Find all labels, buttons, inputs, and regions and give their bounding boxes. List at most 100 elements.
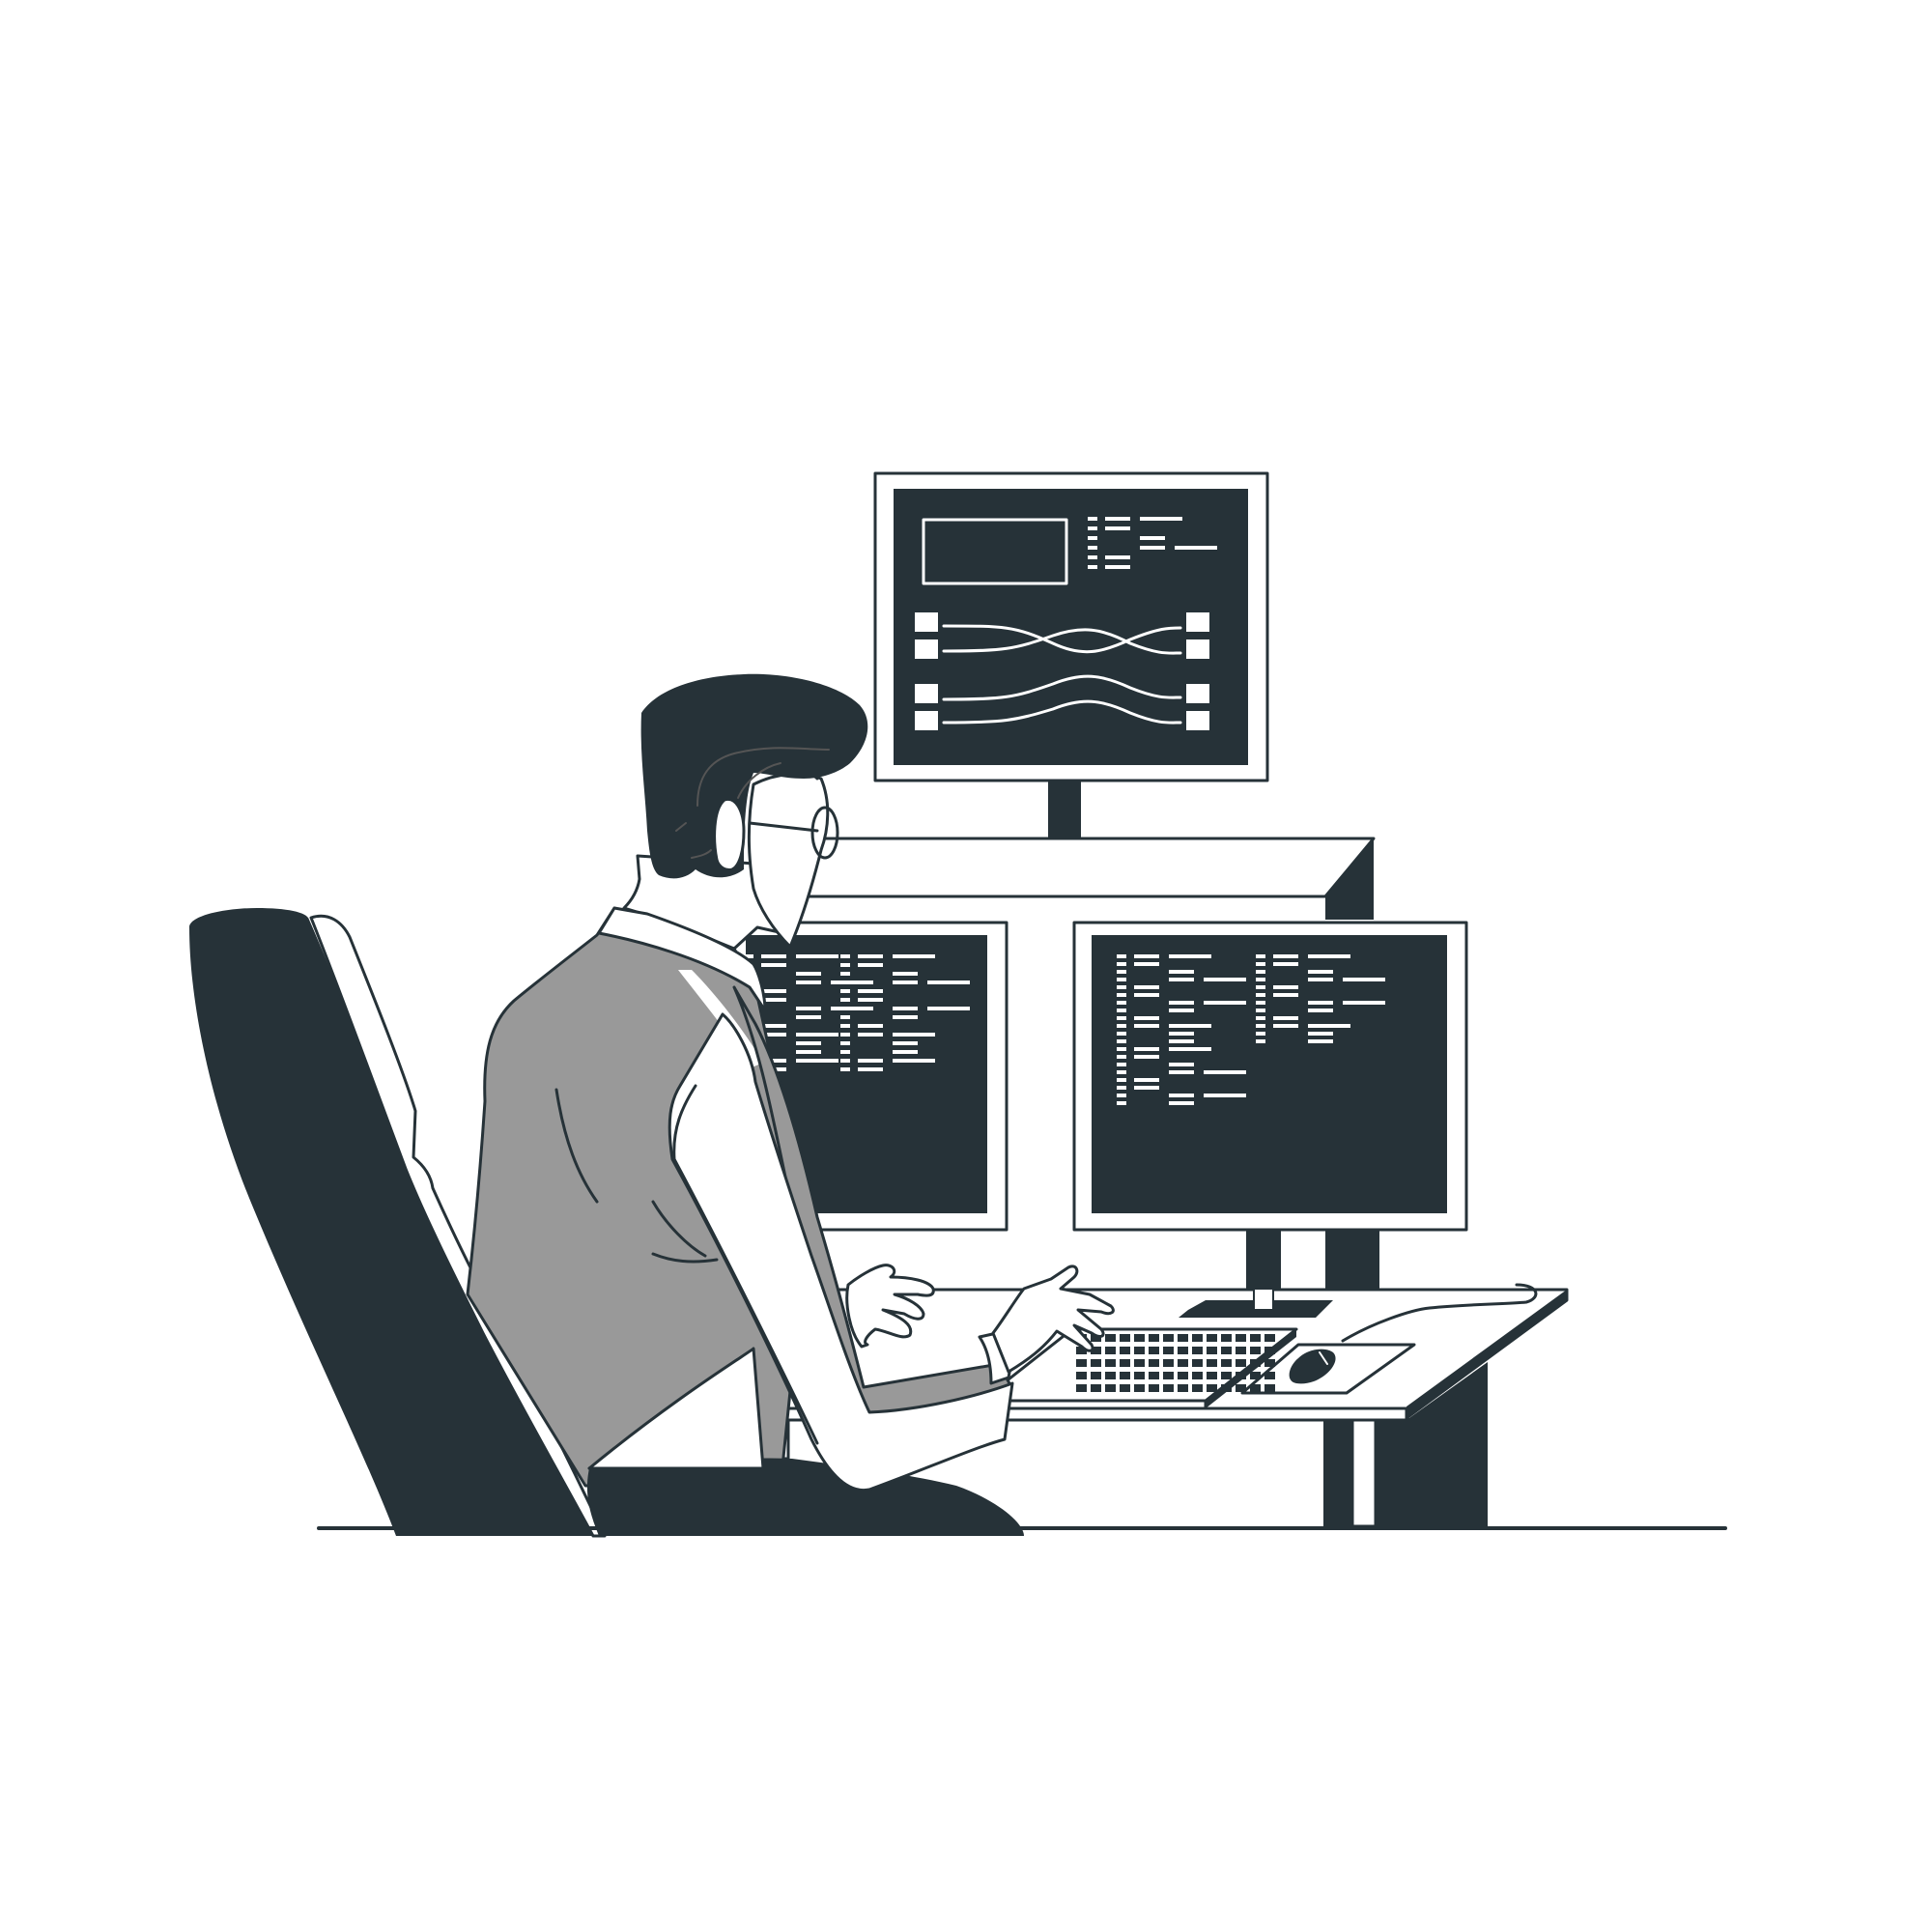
keyboard-key <box>1134 1334 1145 1342</box>
code-line-segment <box>1117 1047 1126 1051</box>
code-line-segment <box>1256 962 1265 966</box>
code-line-segment <box>796 954 838 958</box>
keyboard-key <box>1149 1359 1159 1367</box>
keyboard-key <box>1250 1372 1261 1379</box>
code-line-segment <box>1169 1101 1194 1105</box>
code-line-segment <box>761 1059 786 1063</box>
pants <box>586 1458 1024 1536</box>
flow-diagram <box>915 612 1209 730</box>
code-line-segment <box>1169 1047 1211 1051</box>
keyboard-key <box>1264 1372 1275 1379</box>
code-line-segment <box>1175 546 1217 550</box>
keyboard-key <box>1163 1372 1174 1379</box>
keyboard-key <box>1192 1334 1203 1342</box>
shirt-collar <box>597 906 767 1012</box>
keyboard-key <box>1207 1384 1217 1392</box>
code-line-segment <box>1169 1024 1211 1028</box>
keyboard-key <box>1192 1359 1203 1367</box>
code-line-segment <box>1117 1039 1126 1043</box>
code-line-segment <box>1169 1094 1194 1097</box>
code-line-segment <box>761 963 786 967</box>
code-line-segment <box>1117 954 1126 958</box>
mouse-icon <box>1289 1349 1336 1384</box>
code-line-segment <box>1169 954 1211 958</box>
code-line-segment <box>761 989 786 993</box>
keyboard-key <box>1105 1384 1116 1392</box>
keyboard-key <box>1149 1384 1159 1392</box>
code-line-segment <box>796 1007 821 1010</box>
code-line-segment <box>1343 978 1385 981</box>
top-monitor-code-lines <box>1088 517 1217 569</box>
keyboard-key <box>1149 1372 1159 1379</box>
code-line-segment <box>1308 954 1350 958</box>
code-line-segment <box>1256 1032 1265 1036</box>
keyboard-key <box>1163 1347 1174 1354</box>
keyboard-key <box>1221 1347 1232 1354</box>
keyboard-key <box>1120 1334 1130 1342</box>
code-line-segment <box>1134 1086 1159 1090</box>
keyboard-icon <box>980 1327 1298 1410</box>
code-line-segment <box>840 972 850 976</box>
code-line-segment <box>1256 1009 1265 1012</box>
code-line-segment <box>1117 1055 1126 1059</box>
code-line-segment <box>761 954 786 958</box>
code-line-segment <box>1256 1016 1265 1020</box>
code-line-segment <box>1134 1078 1159 1082</box>
keyboard-key <box>1207 1372 1217 1379</box>
code-line-segment <box>1308 1039 1333 1043</box>
keyboard-key <box>1264 1334 1275 1342</box>
keyboard-key <box>1163 1334 1174 1342</box>
code-line-segment <box>796 980 821 984</box>
keyboard-key <box>1207 1334 1217 1342</box>
code-line-segment <box>1117 985 1126 989</box>
code-line-segment <box>1117 1063 1126 1066</box>
code-line-segment <box>1134 1047 1159 1051</box>
code-line-segment <box>1308 1032 1333 1036</box>
top-monitor-neck <box>1048 781 1081 840</box>
code-line-segment <box>1134 993 1159 997</box>
code-line-segment <box>831 980 873 984</box>
code-line-segment <box>1088 565 1097 569</box>
code-line-segment <box>858 963 883 967</box>
code-line-segment <box>840 998 850 1002</box>
code-line-segment <box>840 1033 850 1037</box>
code-line-segment <box>1134 1016 1159 1020</box>
code-line-segment <box>1169 978 1194 981</box>
code-line-segment <box>1273 985 1298 989</box>
keyboard-key <box>1134 1384 1145 1392</box>
code-line-segment <box>1169 1070 1194 1074</box>
glasses <box>748 821 819 833</box>
keyboard-key <box>1192 1372 1203 1379</box>
code-line-segment <box>840 1024 850 1028</box>
code-line-segment <box>1117 1024 1126 1028</box>
keyboard-key <box>1120 1372 1130 1379</box>
keyboard-key <box>1076 1347 1087 1354</box>
code-line-segment <box>1256 970 1265 974</box>
code-line-segment <box>1088 555 1097 559</box>
code-line-segment <box>927 980 970 984</box>
code-line-segment <box>1134 1024 1159 1028</box>
keyboard-key <box>1120 1359 1130 1367</box>
code-line-segment <box>1105 565 1130 569</box>
code-line-segment <box>858 998 883 1002</box>
chair-back <box>189 908 593 1536</box>
code-line-segment <box>1117 1001 1126 1005</box>
code-line-segment <box>840 1067 850 1071</box>
keyboard-key <box>1149 1347 1159 1354</box>
code-line-segment <box>1117 1101 1126 1105</box>
code-line-segment <box>1308 1009 1333 1012</box>
keyboard-key <box>1163 1359 1174 1367</box>
code-line-segment <box>840 1015 850 1019</box>
code-line-segment <box>1117 1094 1126 1097</box>
code-line-segment <box>1273 1016 1298 1020</box>
code-line-segment <box>893 1007 918 1010</box>
code-line-segment <box>858 954 883 958</box>
keyboard-key <box>1192 1347 1203 1354</box>
code-line-segment <box>893 1041 918 1045</box>
code-line-segment <box>1308 1001 1333 1005</box>
code-line-segment <box>1343 1001 1385 1005</box>
code-line-segment <box>761 1033 786 1037</box>
keyboard-key <box>1250 1347 1261 1354</box>
code-line-segment <box>858 1024 883 1028</box>
